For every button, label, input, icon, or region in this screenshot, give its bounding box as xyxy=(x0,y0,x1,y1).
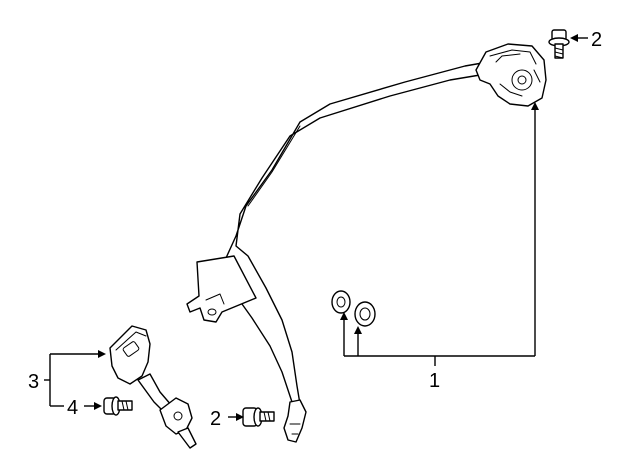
callout-3: 3 xyxy=(28,371,39,393)
buckle-assembly xyxy=(109,325,197,449)
leader-lines xyxy=(44,34,588,421)
callout-4: 4 xyxy=(67,397,78,419)
washer-right xyxy=(354,301,376,327)
retractor xyxy=(475,43,547,107)
lower-anchor-plate xyxy=(186,255,257,323)
lower-bolt xyxy=(242,407,275,427)
callout-2-lower: 2 xyxy=(210,408,221,430)
washer-left xyxy=(331,290,351,314)
seat-belt-webbing xyxy=(217,61,489,411)
upper-bolt xyxy=(548,29,570,59)
belt-lower-end xyxy=(283,399,307,443)
callout-1: 1 xyxy=(429,370,440,392)
buckle-bolt xyxy=(103,396,133,416)
callout-2-upper: 2 xyxy=(591,29,602,51)
